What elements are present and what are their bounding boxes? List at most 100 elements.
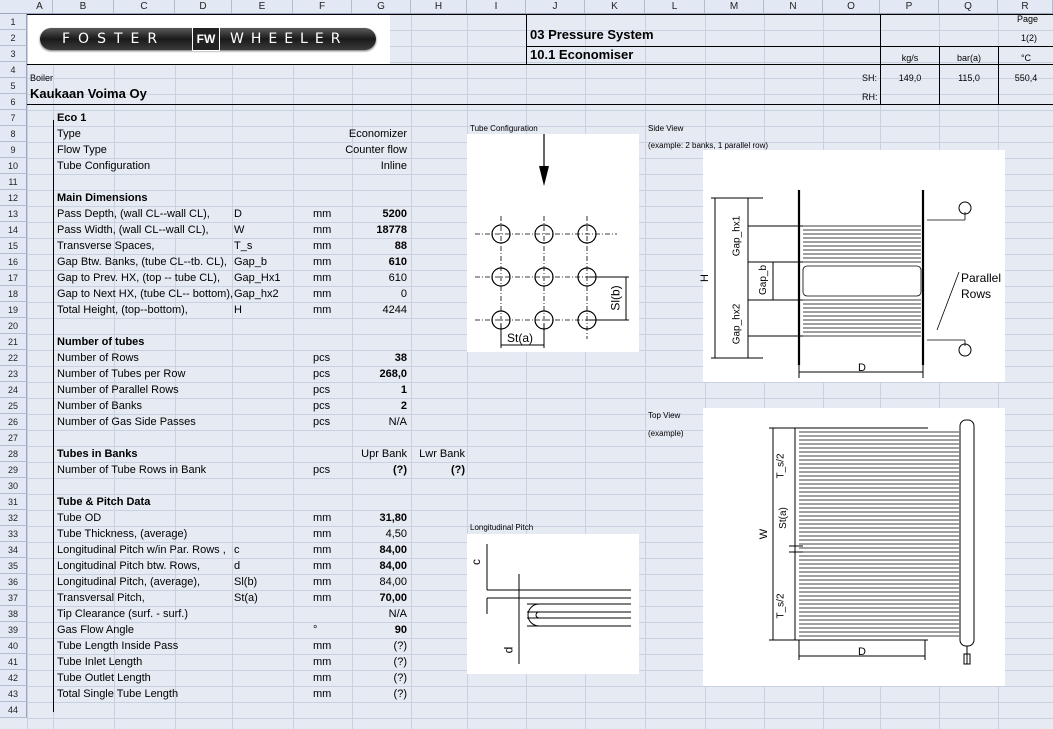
row-header-39[interactable]: 39 [0,622,27,638]
sh-pressure[interactable]: 115,0 [958,73,980,83]
column-header-i[interactable]: I [467,0,526,13]
pitch-unit: mm [313,576,332,588]
column-header-bar [0,0,1053,14]
pitch-value[interactable]: 84,00 [379,576,407,588]
tubes-value[interactable]: 268,0 [379,368,407,380]
row-header-12[interactable]: 12 [0,190,27,206]
row-header-26[interactable]: 26 [0,414,27,430]
row-header-33[interactable]: 33 [0,526,27,542]
row-header-3[interactable]: 3 [0,46,27,62]
row-header-14[interactable]: 14 [0,222,27,238]
pitch-symbol: St(a) [234,592,258,604]
row-header-13[interactable]: 13 [0,206,27,222]
pitch-value[interactable]: 31,80 [379,512,407,524]
pitch-value[interactable]: 70,00 [379,592,407,604]
type-value[interactable]: Economizer [348,128,407,140]
row-header-37[interactable]: 37 [0,590,27,606]
column-header-n[interactable]: N [764,0,823,13]
row-header-17[interactable]: 17 [0,270,27,286]
upr-bank-value[interactable]: (?) [392,464,407,476]
column-header-p[interactable]: P [880,0,939,13]
row-header-10[interactable]: 10 [0,158,27,174]
tubes-value[interactable]: N/A [388,416,407,428]
row-header-4[interactable]: 4 [0,62,27,78]
column-header-m[interactable]: M [705,0,764,13]
row-header-9[interactable]: 9 [0,142,27,158]
pitch-value[interactable]: (?) [393,640,407,652]
column-header-b[interactable]: B [53,0,114,13]
row-header-34[interactable]: 34 [0,542,27,558]
row-header-43[interactable]: 43 [0,686,27,702]
pitch-value[interactable]: 84,00 [379,560,407,572]
pitch-value[interactable]: (?) [393,672,407,684]
column-header-e[interactable]: E [232,0,293,13]
row-header-6[interactable]: 6 [0,94,27,110]
main-dim-value[interactable]: 4244 [382,304,407,316]
row-header-42[interactable]: 42 [0,670,27,686]
row-header-44[interactable]: 44 [0,702,27,718]
pitch-label: Tip Clearance (surf. - surf.) [57,608,189,620]
row-header-11[interactable]: 11 [0,174,27,190]
pitch-value[interactable]: N/A [388,608,407,620]
gridline-col-f [293,14,294,729]
column-header-c[interactable]: C [114,0,175,13]
row-header-22[interactable]: 22 [0,350,27,366]
row-header-24[interactable]: 24 [0,382,27,398]
column-header-l[interactable]: L [645,0,705,13]
row-header-15[interactable]: 15 [0,238,27,254]
column-header-k[interactable]: K [585,0,645,13]
row-header-25[interactable]: 25 [0,398,27,414]
row-header-5[interactable]: 5 [0,78,27,94]
column-header-a[interactable]: A [27,0,53,13]
row-header-27[interactable]: 27 [0,430,27,446]
main-dim-value[interactable]: 610 [388,272,407,284]
pitch-value[interactable]: 84,00 [379,544,407,556]
main-dim-value[interactable]: 18778 [376,224,407,236]
pitch-value[interactable]: 90 [394,624,407,636]
row-header-40[interactable]: 40 [0,638,27,654]
main-dim-value[interactable]: 0 [400,288,407,300]
main-dim-value[interactable]: 88 [394,240,407,252]
row-header-38[interactable]: 38 [0,606,27,622]
row-header-36[interactable]: 36 [0,574,27,590]
column-header-q[interactable]: Q [939,0,998,13]
main-dim-value[interactable]: 610 [388,256,407,268]
sh-flow[interactable]: 149,0 [898,73,922,83]
pitch-value[interactable]: (?) [393,688,407,700]
row-header-7[interactable]: 7 [0,110,27,126]
tubes-value[interactable]: 2 [400,400,407,412]
row-header-31[interactable]: 31 [0,494,27,510]
row-header-8[interactable]: 8 [0,126,27,142]
row-header-29[interactable]: 29 [0,462,27,478]
row-header-2[interactable]: 2 [0,30,27,46]
column-header-h[interactable]: H [411,0,467,13]
column-header-f[interactable]: F [293,0,352,13]
pitch-value[interactable]: (?) [393,656,407,668]
column-header-d[interactable]: D [175,0,232,13]
row-header-1[interactable]: 1 [0,14,27,30]
row-header-28[interactable]: 28 [0,446,27,462]
row-header-18[interactable]: 18 [0,286,27,302]
row-header-35[interactable]: 35 [0,558,27,574]
row-header-32[interactable]: 32 [0,510,27,526]
tubes-value[interactable]: 1 [400,384,407,396]
column-header-j[interactable]: J [526,0,585,13]
row-header-19[interactable]: 19 [0,302,27,318]
row-header-30[interactable]: 30 [0,478,27,494]
flow-value[interactable]: Counter flow [345,144,407,156]
main-dim-value[interactable]: 5200 [382,208,407,220]
gridline-col-a [27,14,28,729]
row-header-21[interactable]: 21 [0,334,27,350]
row-header-16[interactable]: 16 [0,254,27,270]
row-header-23[interactable]: 23 [0,366,27,382]
column-header-o[interactable]: O [823,0,880,13]
tubes-value[interactable]: 38 [394,352,407,364]
sh-label: SH: [862,73,878,83]
column-header-g[interactable]: G [352,0,411,13]
tubecfg-value[interactable]: Inline [380,160,407,172]
row-header-20[interactable]: 20 [0,318,27,334]
row-header-41[interactable]: 41 [0,654,27,670]
pitch-value[interactable]: 4,50 [385,528,407,540]
sh-temperature[interactable]: 550,4 [1014,73,1038,83]
lwr-bank-value[interactable]: (?) [450,464,465,476]
